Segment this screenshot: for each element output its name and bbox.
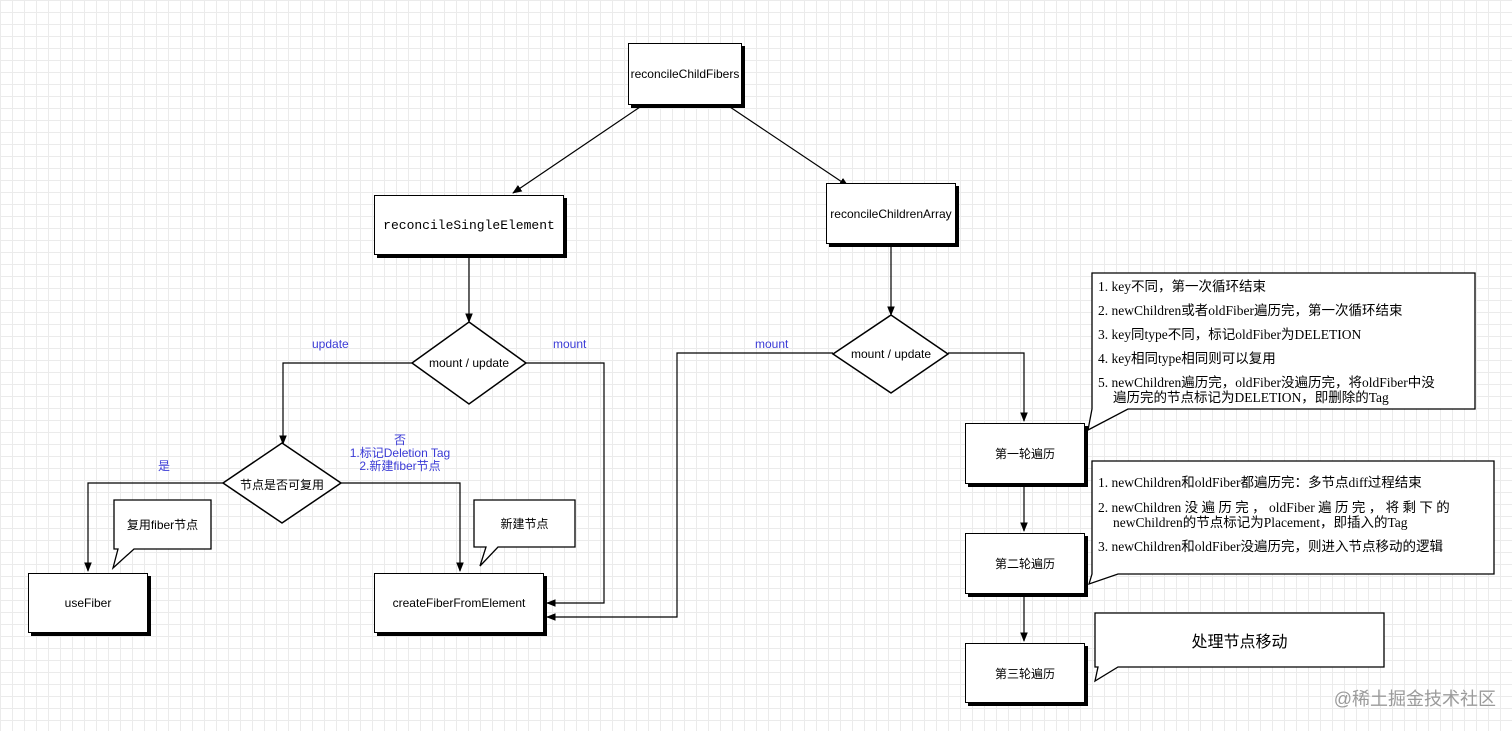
node-reconcile-single-element: reconcileSingleElement [374, 195, 564, 255]
edge-no [341, 482, 464, 572]
edge-label-update: update [312, 337, 349, 351]
edge-yes [84, 482, 223, 572]
callout-move-shape [1094, 612, 1385, 683]
callout-handle-move: 处理节点移动 [1191, 634, 1288, 651]
note-round1-shape [1087, 272, 1476, 432]
node-reconcile-child-fibers: reconcileChildFibers [628, 43, 742, 105]
node-round3: 第三轮遍历 [965, 643, 1085, 703]
edge-root-to-array [729, 106, 849, 187]
reuse-decision-shape [221, 442, 343, 524]
edge-update [279, 362, 412, 445]
edge-to-round1 [948, 352, 1028, 422]
node-round1: 第一轮遍历 [965, 423, 1085, 484]
decision-left-shape [410, 321, 528, 405]
decision-right-shape [831, 314, 950, 394]
note-round2-line-2: 2. newChildren 没 遍 历 完 ， oldFiber 遍 历 完 … [1098, 500, 1450, 515]
edge-right-mount [546, 352, 833, 621]
note-round2-line-1: 1. newChildren和oldFiber都遍历完：多节点diff过程结束 [1098, 475, 1422, 490]
note-round1-line-3: 3. key同type不同，标记oldFiber为DELETION [1098, 327, 1362, 342]
reuse-decision-label: 节点是否可复用 [239, 478, 324, 492]
note-round1-line-1: 1. key不同，第一次循环结束 [1098, 279, 1266, 294]
edge-label-no-title: 否 [393, 433, 406, 447]
node-reconcile-children-array: reconcileChildrenArray [826, 183, 956, 244]
edge-label-left-mount: mount [553, 337, 587, 351]
note-round2-line-4: 3. newChildren和oldFiber没遍历完，则进入节点移动的逻辑 [1098, 539, 1443, 554]
edge-label-right-mount: mount [755, 337, 789, 351]
callout-new-shape [473, 499, 576, 567]
callout-reuse-fiber: 复用fiber节点 [126, 518, 199, 532]
callout-reuse-shape [111, 499, 212, 570]
edge-label-no-line2: 2.新建fiber节点 [359, 459, 441, 473]
callout-new-node: 新建节点 [500, 517, 549, 531]
edge-label-no-line1: 1.标记Deletion Tag [349, 446, 451, 460]
note-round1-line-4: 4. key相同type相同则可以复用 [1098, 351, 1276, 366]
note-round1-line-5: 5. newChildren遍历完，oldFiber没遍历完，将oldFiber… [1098, 375, 1435, 390]
node-use-fiber: useFiber [28, 573, 148, 633]
decision-left-label: mount / update [429, 356, 510, 370]
note-round2-line-3: newChildren的节点标记为Placement，即插入的Tag [1113, 515, 1408, 530]
watermark: @稀土掘金技术社区 [1333, 689, 1496, 709]
edge-label-yes: 是 [158, 459, 171, 473]
node-round2: 第二轮遍历 [965, 533, 1085, 594]
note-round1-line-6: 遍历完的节点标记为DELETION，即删除的Tag [1113, 390, 1389, 405]
note-round2-shape [1088, 460, 1495, 586]
node-create-fiber-from-element: createFiberFromElement [374, 573, 544, 633]
edge-left-mount [526, 362, 605, 607]
decision-right-label: mount / update [851, 347, 932, 361]
edge-root-to-single [512, 106, 641, 194]
note-round1-line-2: 2. newChildren或者oldFiber遍历完，第一次循环结束 [1098, 303, 1403, 318]
